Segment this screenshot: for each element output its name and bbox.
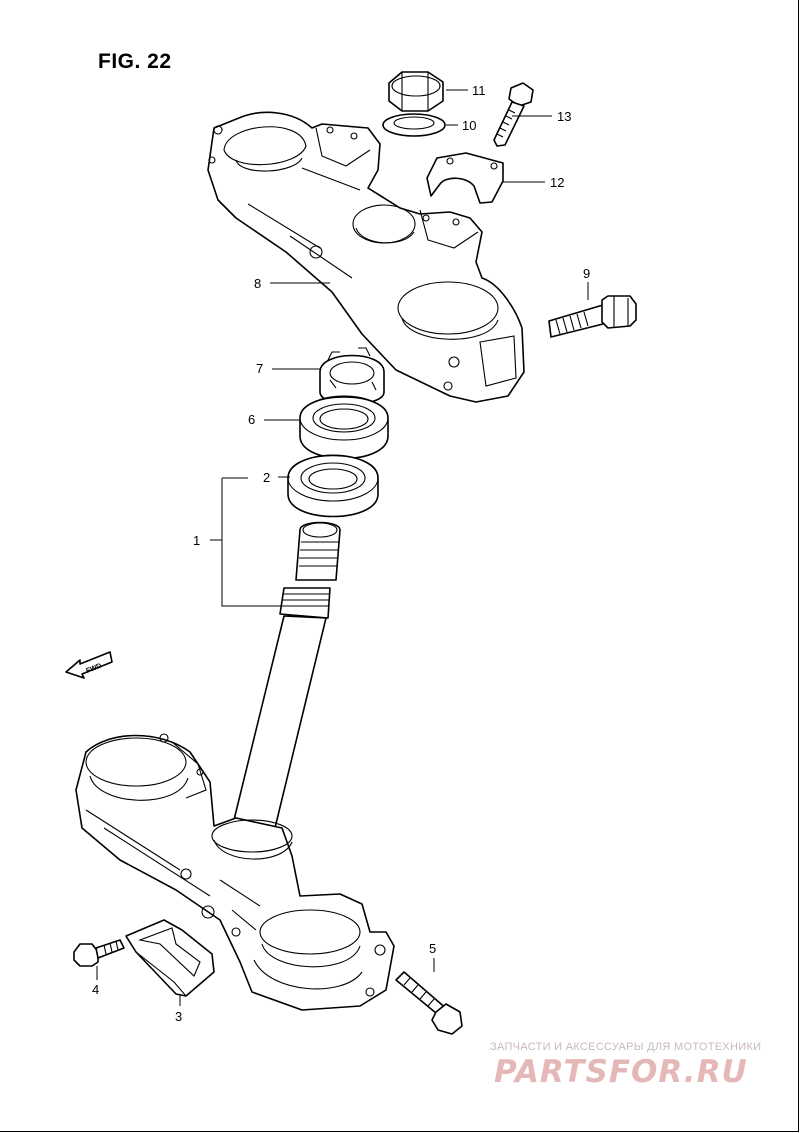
callout-7: 7 (256, 361, 263, 376)
stem-head-nut[interactable] (388, 71, 444, 112)
stem-lock-nut[interactable] (319, 347, 385, 405)
lower-bearing[interactable] (287, 454, 379, 518)
leader-lines (96, 89, 589, 1006)
callout-numbers: 1 2 3 4 5 6 7 8 9 10 11 12 13 (92, 83, 590, 1024)
callout-10: 10 (462, 118, 476, 133)
watermark-logo[interactable]: PARTSFOR.RU (494, 1054, 748, 1090)
callout-9: 9 (583, 266, 590, 281)
callout-2: 2 (263, 470, 270, 485)
callout-5: 5 (429, 941, 436, 956)
brake-hose-guide[interactable] (125, 919, 215, 997)
callout-4: 4 (92, 982, 99, 997)
holder-bolt[interactable] (493, 82, 534, 147)
figure-title: FIG. 22 (98, 50, 172, 73)
upper-bearing[interactable] (299, 395, 389, 460)
handlebar-holder[interactable] (426, 152, 504, 204)
clamp-bolt-upper[interactable] (548, 295, 637, 338)
washer[interactable] (382, 113, 446, 137)
upper-bracket[interactable] (207, 111, 525, 403)
clamp-bolt-lower[interactable] (395, 971, 463, 1035)
callout-6: 6 (248, 412, 255, 427)
fwd-arrow-icon: FWD (65, 651, 113, 679)
steering-stem[interactable] (75, 521, 395, 1011)
watermark-caption: ЗАПЧАСТИ И АКСЕССУАРЫ ДЛЯ МОТОТЕХНИКИ (490, 1041, 762, 1053)
guide-bolt[interactable] (73, 939, 125, 967)
callout-1: 1 (193, 533, 200, 548)
callout-12: 12 (550, 175, 564, 190)
callout-3: 3 (175, 1009, 182, 1024)
callout-11: 11 (472, 83, 486, 98)
callout-8: 8 (254, 276, 261, 291)
callout-13: 13 (557, 109, 571, 124)
